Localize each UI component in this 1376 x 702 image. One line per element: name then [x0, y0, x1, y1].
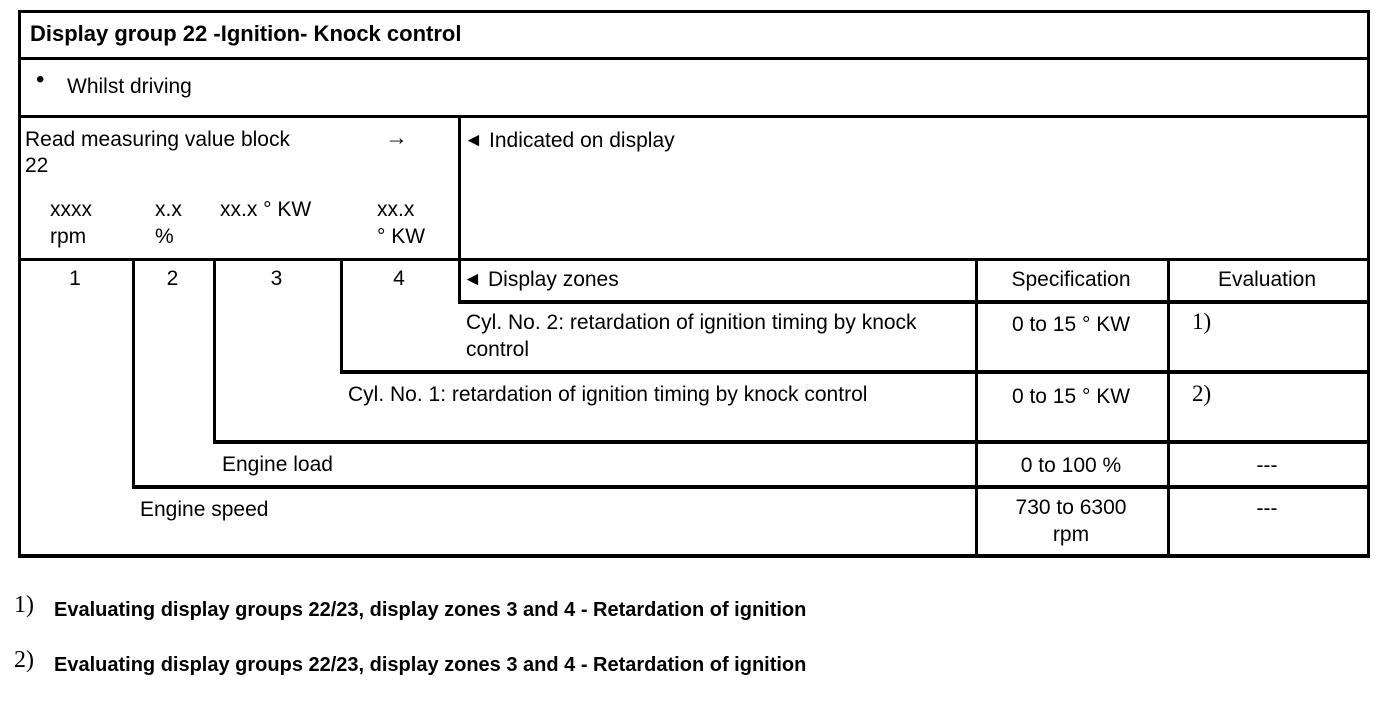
display-value-zone1-line2: rpm [50, 225, 87, 248]
display-value-zone2-line1: x.x [155, 198, 182, 221]
readblock-right-border [458, 115, 461, 304]
step-line-row2 [340, 370, 1370, 374]
page-title: Display group 22 -Ignition- Knock contro… [30, 21, 462, 46]
table-border-left [18, 10, 21, 558]
specification-header: Specification [1011, 268, 1131, 291]
zone-number-4: 4 [393, 267, 405, 290]
condition-bullet-icon: • [36, 66, 45, 93]
divider-under-title [18, 57, 1370, 60]
zone1-right-border [132, 258, 135, 489]
footnote-1-marker: 1) [14, 592, 34, 618]
step-line-row4 [132, 485, 1370, 489]
divider-under-readblock [18, 258, 1370, 261]
display-zones-label: Display zones [488, 268, 619, 291]
zone3-right-border [340, 258, 343, 374]
footnote-1-text: Evaluating display groups 22/23, display… [54, 599, 807, 621]
left-triangle-icon: ◄ [464, 130, 483, 151]
specification-left-border [975, 258, 978, 558]
zone-number-3: 3 [270, 267, 283, 290]
step-line-row1 [458, 300, 1370, 304]
row-description-engine-load: Engine load [222, 453, 333, 476]
evaluation-left-border [1167, 258, 1170, 558]
display-value-zone3: xx.x ° KW [220, 196, 311, 223]
display-value-zone3-line1: xx.x ° KW [220, 198, 312, 221]
display-value-zone4: xx.x ° KW [377, 196, 425, 250]
read-block-number: 22 [25, 154, 49, 177]
step-line-row3 [213, 440, 1370, 444]
row-specification-cyl-1: 0 to 15 ° KW [1011, 385, 1131, 408]
table-border-top [18, 10, 1370, 13]
display-value-zone1-line1: xxxx [50, 198, 92, 221]
divider-under-condition [18, 115, 1370, 118]
zone-number-2: 2 [166, 267, 179, 290]
row-description-engine-speed: Engine speed [140, 498, 269, 521]
row-evaluation-engine-load: --- [1256, 454, 1278, 477]
display-value-zone2: x.x % [155, 196, 182, 250]
indicated-on-display-label: Indicated on display [489, 129, 675, 152]
row-specification-engine-speed: 730 to 6300 rpm [1015, 496, 1127, 546]
row-evaluation-cyl-2: 1) [1192, 309, 1212, 334]
table-border-right [1367, 10, 1370, 558]
footnote-2-text: Evaluating display groups 22/23, display… [54, 654, 807, 676]
table-border-bottom [18, 554, 1370, 558]
display-value-zone4-line1: xx.x [377, 198, 415, 221]
read-block-instruction: Read measuring value block [25, 128, 290, 151]
left-triangle-icon: ◄ [463, 269, 482, 290]
row-specification-cyl-2: 0 to 15 ° KW [1011, 313, 1131, 336]
zone-number-1: 1 [69, 267, 81, 290]
condition-text: Whilst driving [67, 75, 192, 98]
row-description-cyl-2: Cyl. No. 2: retardation of ignition timi… [466, 311, 917, 361]
footnote-2-marker: 2) [14, 647, 34, 673]
display-value-zone1: xxxx rpm [50, 196, 92, 250]
evaluation-header: Evaluation [1217, 268, 1317, 291]
zone2-right-border [213, 258, 216, 444]
display-value-zone2-line2: % [155, 225, 174, 248]
row-description-cyl-1: Cyl. No. 1: retardation of ignition timi… [348, 383, 868, 406]
row-specification-engine-load: 0 to 100 % [1020, 454, 1122, 477]
arrow-right-icon: → [385, 124, 408, 150]
row-evaluation-engine-speed: --- [1256, 497, 1278, 520]
row-evaluation-cyl-1: 2) [1192, 381, 1212, 406]
display-value-zone4-line2: ° KW [377, 225, 426, 248]
